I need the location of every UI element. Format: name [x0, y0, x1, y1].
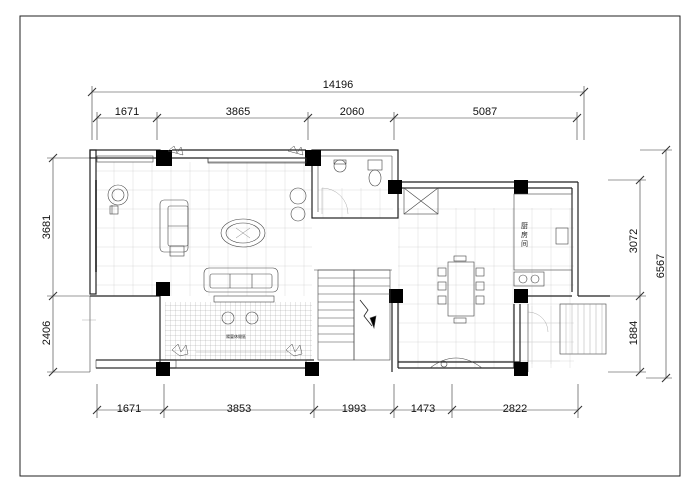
- dim-right-1: 3072: [628, 229, 640, 253]
- dim-bottom-2: 3853: [227, 403, 251, 415]
- balcony-label: 陽臺休閒區: [226, 333, 246, 339]
- dim-bottom-4: 1473: [411, 403, 435, 415]
- left-dimensions: [47, 153, 90, 377]
- dim-bottom-5: 2822: [503, 403, 527, 415]
- dim-left-1: 3681: [41, 215, 53, 239]
- kitchen-label-1: 厨: [521, 222, 528, 230]
- entry-door-swing: [527, 311, 549, 333]
- top-dimensions: [87, 86, 589, 140]
- dim-top-total: 14196: [323, 79, 354, 91]
- balcony-plants: [167, 145, 304, 357]
- coffee-table: [220, 218, 266, 248]
- dim-top-1: 1671: [115, 106, 139, 118]
- floor-tiles: [96, 162, 574, 368]
- kitchen-counter: [513, 193, 573, 287]
- drawing-frame: [19, 15, 681, 477]
- kitchen-label-2: 房: [521, 230, 528, 239]
- tv-console: [207, 157, 307, 164]
- right-dimensions: [608, 145, 672, 383]
- staircase: [317, 269, 391, 361]
- dim-top-2: 3865: [226, 106, 250, 118]
- armchair-right: [289, 187, 307, 222]
- dim-top-3: 2060: [340, 106, 364, 118]
- sofa-left: [159, 199, 189, 257]
- bottom-dimensions: [92, 384, 583, 418]
- kitchen-sink-bottom: [429, 357, 483, 369]
- kitchen-stove-block: [403, 187, 439, 215]
- sofa-bottom: [203, 267, 279, 293]
- dim-right-2: 1884: [628, 321, 640, 345]
- balcony-chairs: [213, 295, 275, 325]
- dim-right-total: 6567: [655, 254, 667, 278]
- dim-left-2: 2406: [41, 321, 53, 345]
- dining-table: [437, 255, 485, 324]
- kitchen-label-3: 间: [521, 240, 528, 248]
- bathroom-fixtures: [321, 159, 383, 215]
- dim-top-4: 5087: [473, 106, 497, 118]
- armchair-top-left: [107, 184, 129, 215]
- dim-bottom-1: 1671: [117, 403, 141, 415]
- dim-bottom-3: 1993: [342, 403, 366, 415]
- structural-columns: [156, 150, 528, 376]
